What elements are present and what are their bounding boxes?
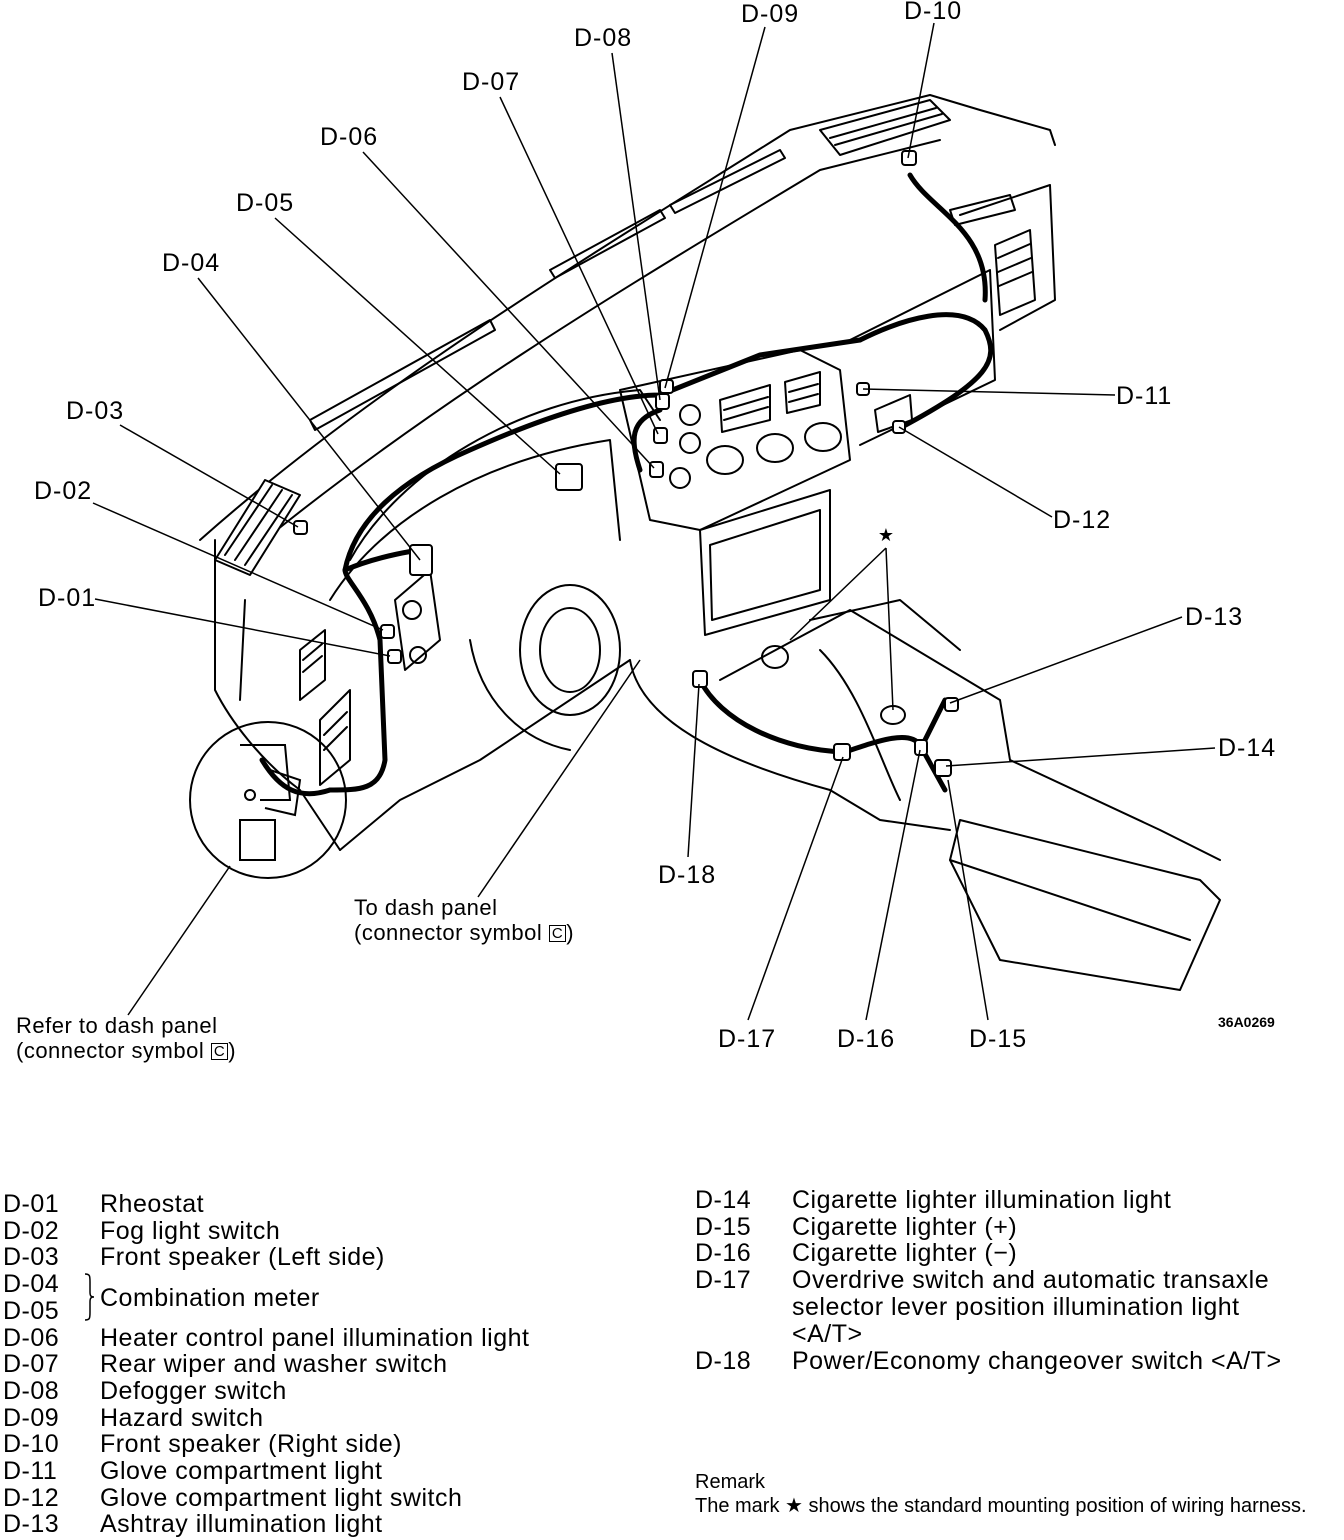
steering-column [519, 584, 621, 716]
defroster-slot-1 [309, 319, 496, 431]
heater-knob-2 [756, 433, 794, 463]
left-switch-pod [394, 569, 441, 671]
callout-d11: D-11 [1116, 382, 1173, 410]
heater-knob-1 [706, 445, 744, 475]
connector-d16 [914, 739, 928, 756]
connector-d08 [655, 393, 670, 410]
connector-symbol-box: C [210, 1043, 229, 1060]
connector-d04 [409, 544, 433, 576]
cluster-hood [349, 389, 661, 561]
figure-id: 36A0269 [1218, 1014, 1275, 1030]
right-speaker-grille [819, 99, 951, 156]
callout-d13: D-13 [1185, 603, 1244, 631]
remark-body: The mark ★ shows the standard mounting p… [695, 1495, 1307, 1517]
callout-d01: D-01 [38, 584, 97, 612]
glove-box [849, 269, 996, 446]
callout-d15: D-15 [969, 1025, 1028, 1053]
shift-lever [819, 649, 901, 801]
floor-console [629, 659, 951, 831]
connector-d02 [380, 624, 395, 639]
callout-d18: D-18 [658, 861, 717, 889]
callout-d07: D-07 [462, 68, 521, 96]
remark: Remark The mark ★ shows the standard mou… [695, 1470, 1335, 1518]
connector-d18 [692, 670, 708, 688]
note-refer-dash-panel: Refer to dash panel (connector symbol C) [16, 1013, 237, 1063]
callout-d02: D-02 [34, 477, 93, 505]
callout-d17: D-17 [718, 1025, 777, 1053]
dash-top-edge [199, 94, 1056, 541]
dashboard-line-art: ★ 36A0269 [92, 22, 1275, 1030]
connector-d03 [293, 520, 308, 535]
connector-d05 [555, 463, 583, 491]
left-vent-1 [299, 629, 326, 701]
callout-d10: D-10 [904, 0, 963, 25]
callout-d09: D-09 [741, 0, 800, 28]
note-to-dash-panel: To dash panel (connector symbol C) [354, 895, 575, 945]
callout-d16: D-16 [837, 1025, 896, 1053]
defroster-slot-3 [669, 149, 786, 214]
dash-top-inner [239, 139, 941, 561]
callout-d12: D-12 [1053, 506, 1112, 534]
vent-center-2 [784, 371, 821, 414]
connector-symbol-box: C [548, 925, 567, 942]
dash-bottom [339, 659, 631, 851]
radio-opening [699, 489, 831, 636]
heater-knob-3 [804, 422, 842, 452]
dash-left-side [214, 539, 341, 851]
callout-d14: D-14 [1218, 734, 1277, 762]
callout-d08: D-08 [574, 24, 633, 52]
console-top [1009, 759, 1221, 861]
dashboard-wiring-diagram: ★ 36A0269 D-01 [16, 0, 1277, 1063]
vent-center-1 [719, 384, 771, 433]
connector-d01 [387, 649, 402, 664]
right-vent [994, 229, 1036, 316]
detail-inset [189, 721, 347, 879]
left-vent-2 [319, 689, 351, 786]
combination-meter-brace [84, 1273, 95, 1321]
callout-d05: D-05 [236, 189, 295, 217]
callout-d04: D-04 [162, 249, 221, 277]
remark-title: Remark [695, 1471, 766, 1493]
connector-d14 [934, 759, 952, 777]
callout-d03: D-03 [66, 397, 125, 425]
connector-d13 [944, 697, 959, 712]
wiring-harness [259, 172, 994, 797]
connector-d06 [649, 461, 664, 478]
defroster-slot-2 [549, 209, 666, 279]
callout-d06: D-06 [320, 123, 379, 151]
leader-lines [92, 22, 1216, 1021]
star-mark: ★ [878, 525, 894, 546]
